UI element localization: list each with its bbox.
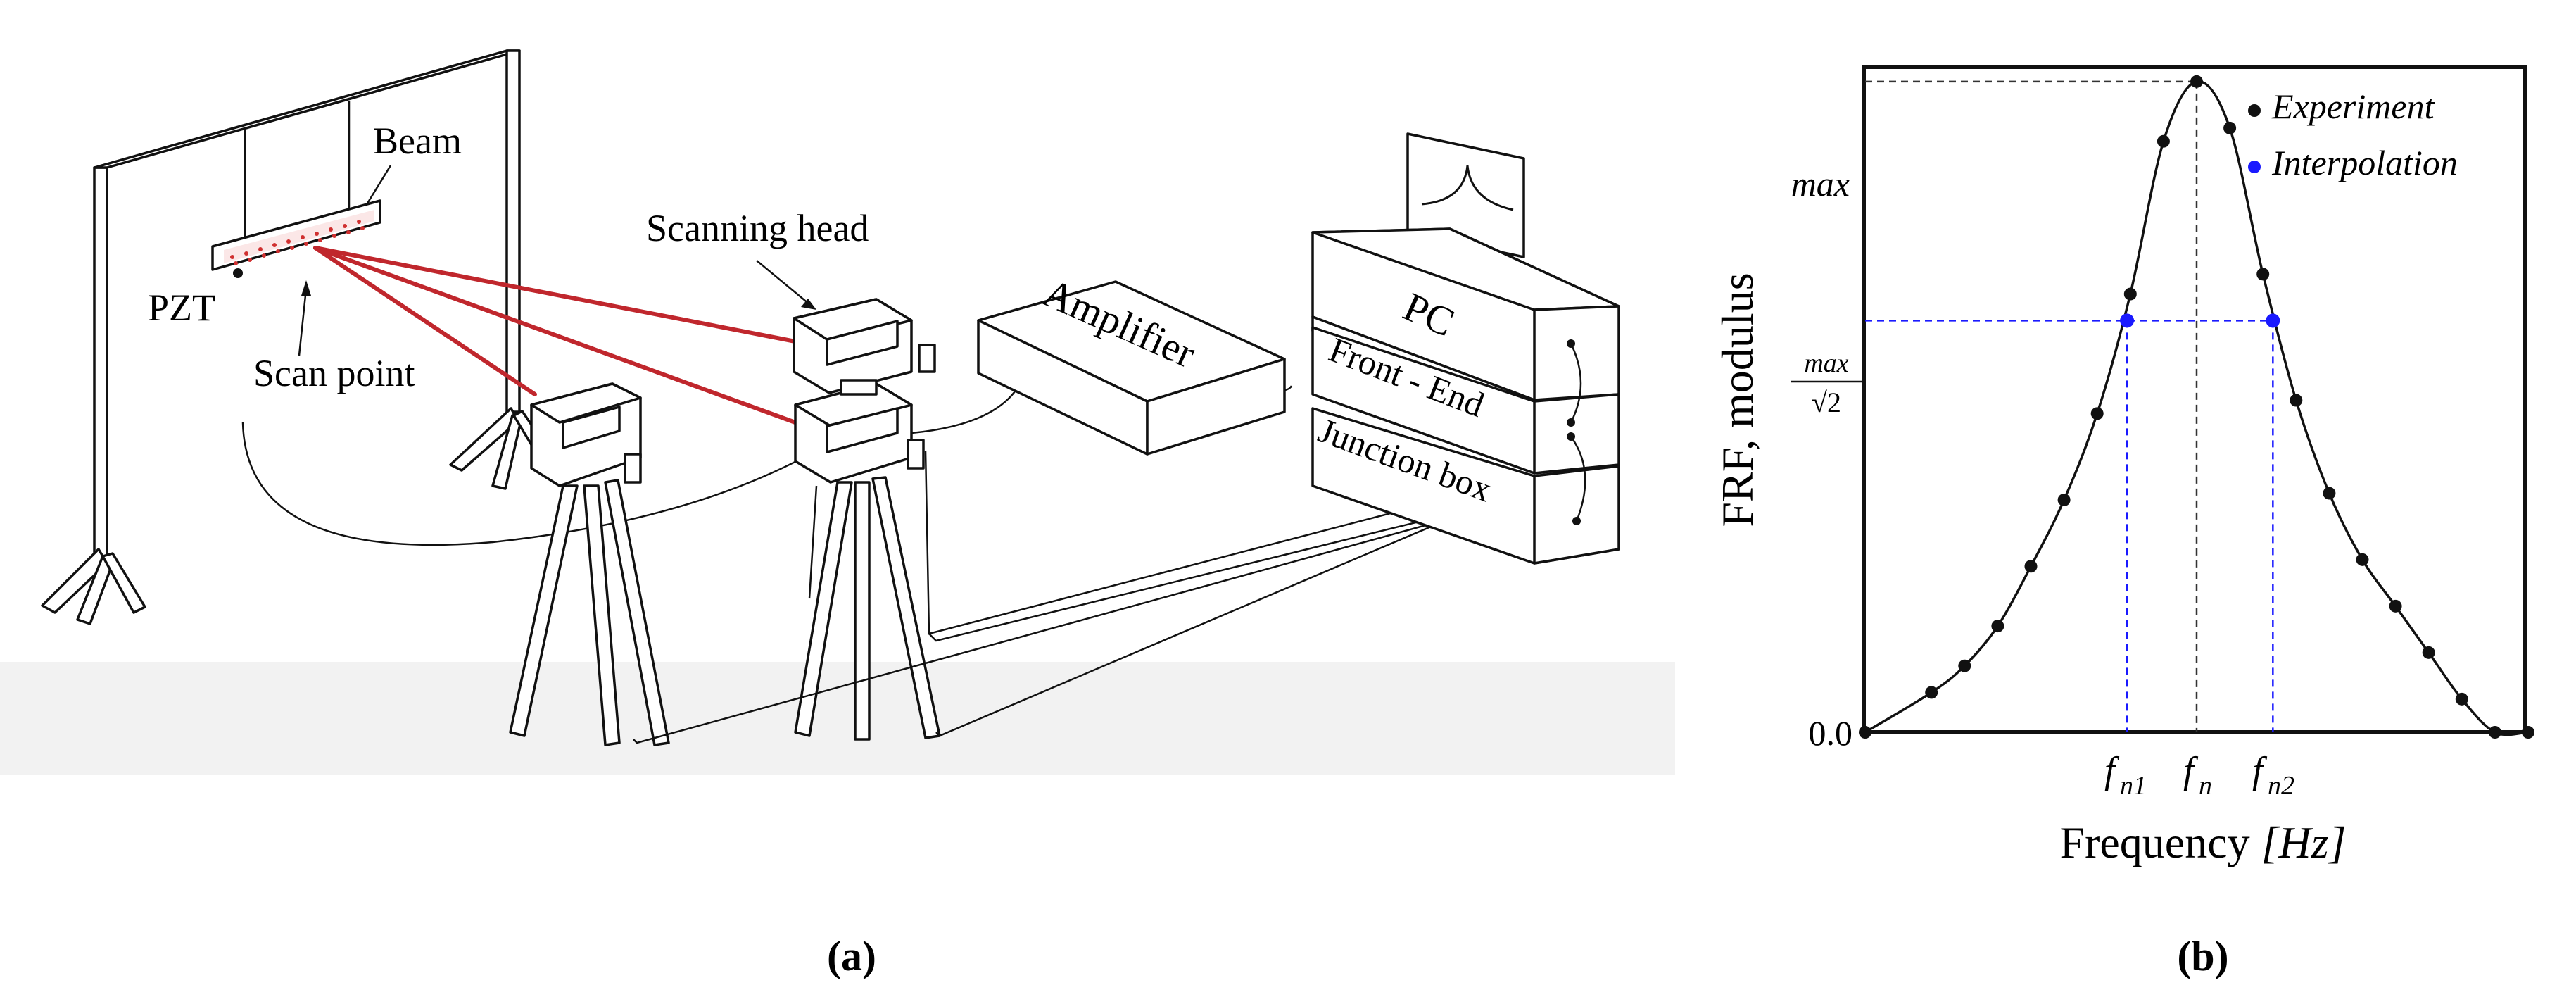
interpolation-point-1 bbox=[2266, 313, 2280, 328]
beam bbox=[211, 199, 381, 278]
x-axis-label-unit: [Hz] bbox=[2261, 817, 2347, 867]
instrument-stack bbox=[1311, 227, 1620, 565]
experiment-point-2 bbox=[1958, 659, 1971, 672]
x-axis-label: Frequency [Hz] bbox=[2059, 817, 2346, 867]
label-scanning-head: Scanning head bbox=[646, 207, 869, 249]
left-tripod bbox=[509, 479, 670, 746]
amplifier-box bbox=[977, 280, 1286, 456]
guide-lines bbox=[1865, 80, 2274, 732]
x-axis-label-text: Frequency bbox=[2059, 817, 2261, 867]
upper-scanning-head bbox=[793, 298, 936, 394]
leader-lines bbox=[298, 165, 816, 356]
experiment-curve bbox=[1864, 80, 2529, 736]
laser-beams bbox=[313, 246, 797, 425]
scan-point-grid bbox=[230, 220, 365, 265]
experiment-point-18 bbox=[2488, 726, 2501, 739]
legend-experiment-label: Experiment bbox=[2271, 87, 2435, 126]
xtick-fn: f n bbox=[2183, 749, 2212, 801]
interpolation-point-0 bbox=[2120, 313, 2135, 328]
lower-scanning-head bbox=[794, 379, 925, 484]
y-axis-label: FRF, modulus bbox=[1712, 272, 1762, 527]
experiment-point-9 bbox=[2190, 75, 2203, 88]
left-scanning-head bbox=[530, 382, 642, 487]
experiment-point-13 bbox=[2323, 487, 2336, 500]
xtick-fn1-sub: n1 bbox=[2120, 771, 2147, 801]
experiment-point-6 bbox=[2090, 407, 2104, 420]
experiment-point-15 bbox=[2389, 599, 2402, 613]
legend-interpolation-label: Interpolation bbox=[2271, 143, 2458, 182]
experiment-point-8 bbox=[2157, 134, 2170, 148]
experiment-point-17 bbox=[2455, 692, 2468, 706]
floor-shade bbox=[0, 662, 1675, 775]
experiment-point-12 bbox=[2290, 394, 2303, 407]
experiment-point-4 bbox=[2024, 560, 2038, 573]
xtick-fn-sub: n bbox=[2199, 771, 2212, 801]
plot-frame bbox=[1862, 65, 2527, 734]
xtick-fn1-base: f bbox=[2104, 749, 2120, 791]
xtick-fn2-base: f bbox=[2252, 749, 2268, 791]
experiment-point-10 bbox=[2223, 121, 2237, 134]
experiment-point-0 bbox=[1859, 726, 1871, 739]
ytick-max: max bbox=[1791, 164, 1850, 203]
ytick-half-power-den: √2 bbox=[1812, 387, 1841, 418]
xtick-fn2-sub: n2 bbox=[2268, 771, 2294, 801]
experiment-point-7 bbox=[2123, 287, 2137, 301]
legend: Experiment Interpolation bbox=[2248, 87, 2458, 182]
xtick-fn-base: f bbox=[2183, 749, 2199, 791]
legend-interpolation-marker bbox=[2248, 161, 2261, 173]
label-beam: Beam bbox=[373, 120, 462, 162]
caption-a: (a) bbox=[827, 933, 876, 979]
experiment-point-5 bbox=[2057, 493, 2071, 506]
experiment-point-16 bbox=[2422, 646, 2435, 659]
xtick-fn2: f n2 bbox=[2252, 749, 2294, 801]
xtick-fn1: f n1 bbox=[2104, 749, 2147, 801]
legend-experiment-marker bbox=[2248, 104, 2261, 117]
experiment-point-1 bbox=[1925, 686, 1938, 699]
experiment-point-14 bbox=[2356, 553, 2369, 566]
label-pzt: PZT bbox=[148, 287, 215, 329]
panel-a: Beam PZT Scan point Scanning head Amplif… bbox=[0, 49, 1675, 979]
caption-b: (b) bbox=[2177, 933, 2228, 979]
data-points bbox=[1859, 75, 2534, 739]
experiment-point-19 bbox=[2522, 726, 2534, 739]
ytick-zero: 0.0 bbox=[1809, 713, 1853, 753]
ytick-half-power-num: max bbox=[1804, 349, 1848, 378]
experiment-point-3 bbox=[1991, 620, 2004, 633]
experiment-point-11 bbox=[2256, 268, 2270, 281]
right-tripod bbox=[794, 476, 941, 741]
panel-b: max max √2 0.0 f n1 f n f n2 FRF, modulu… bbox=[1712, 65, 2534, 979]
label-scan-point: Scan point bbox=[253, 352, 415, 394]
